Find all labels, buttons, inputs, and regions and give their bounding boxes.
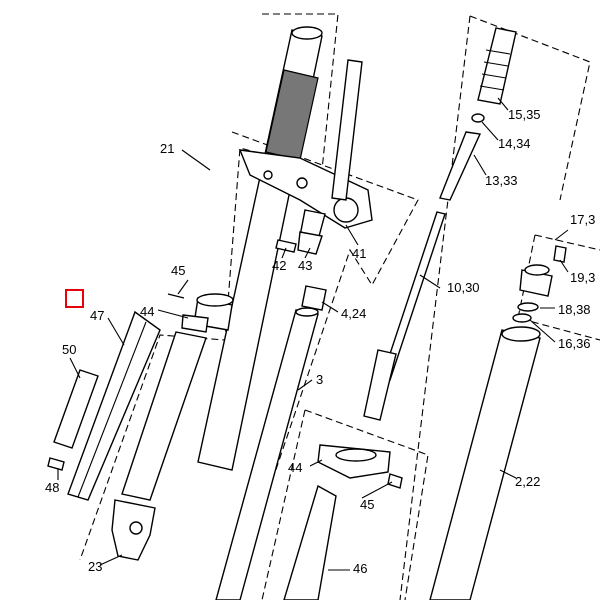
outer-tube-23 [111,331,207,561]
group-outline-right [399,15,591,600]
label-44: 44 [140,304,154,319]
group-outline-cap [517,234,600,341]
upper-bracket [238,149,373,229]
label-47: 47 [90,308,104,323]
washer-14-34 [471,113,485,123]
steering-stem [299,59,363,241]
outer-tube-2-22 [429,326,541,600]
bolt-42 [275,239,297,253]
label-23: 23 [88,559,102,574]
label-45-lower: 45 [360,497,374,512]
label-42: 42 [272,258,286,273]
clamp-44-lower [317,444,403,489]
fork-guard-47 [67,310,161,501]
label-18-38: 18,38 [558,302,591,317]
label-17-3: 17,3 [570,212,595,227]
group-outline-center [231,131,419,600]
seat-13-33 [439,131,482,201]
plate-50 [53,369,99,449]
spring-15-35 [477,27,517,105]
label-48: 48 [45,480,59,495]
clamp-44-upper [167,293,234,333]
label-4-24: 4,24 [341,306,366,321]
bolt-48 [47,457,65,471]
label-13-33: 13,33 [485,173,518,188]
collar-4-24 [301,285,327,311]
label-16-36: 16,36 [558,336,591,351]
label-45: 45 [171,263,185,278]
label-14-34: 14,34 [498,136,531,151]
label-43: 43 [298,258,312,273]
label-2-22: 2,22 [515,474,540,489]
label-3: 3 [316,372,323,387]
rod-10-30 [363,211,446,421]
label-21: 21 [160,141,174,156]
tube-3 [215,307,319,600]
cap-bolt-17 [512,245,567,323]
label-46: 46 [353,561,367,576]
leader-lines [57,97,569,571]
label-44-lower: 44 [288,460,302,475]
label-10-30: 10,30 [447,280,480,295]
label-19-3: 19,3 [570,270,595,285]
label-15-35: 15,35 [508,107,541,122]
group-outline-left [79,13,339,561]
bracket-43 [297,231,323,255]
label-41: 41 [352,246,366,261]
guard-46 [283,484,337,600]
label-50: 50 [62,342,76,357]
selection-marker[interactable] [65,289,84,308]
